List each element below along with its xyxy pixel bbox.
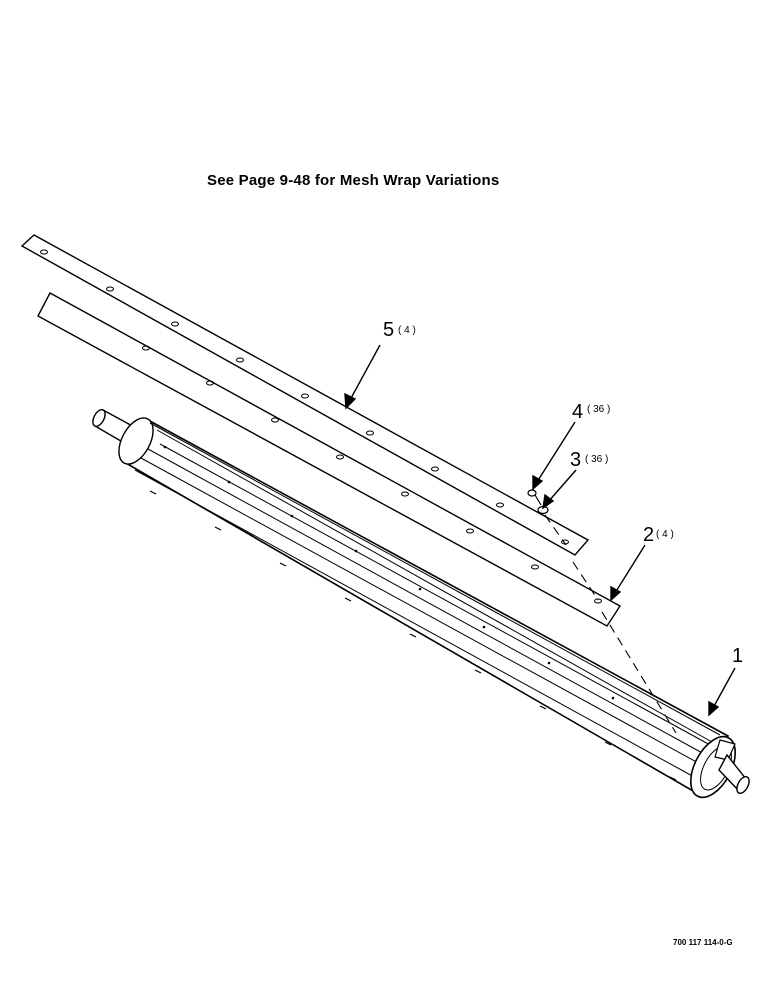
callout-4-qty: ( 36 ) [587,404,610,415]
callout-4-number: 4 [572,401,583,423]
leader-arrows [344,344,736,717]
callout-1-number: 1 [732,645,743,667]
callout-2-number: 2 [643,524,654,546]
callout-5-number: 5 [383,319,394,341]
bolt-part-4 [527,489,542,506]
strip-part-2 [37,292,621,627]
callout-5-qty: ( 4 ) [398,325,416,336]
callout-2-qty: ( 4 ) [656,529,674,540]
right-shaft [718,753,750,794]
callout-3-number: 3 [570,449,581,471]
document-id: 700 117 114-0-G [673,938,733,947]
assembly-guide-lines [544,514,677,734]
roller-part-1 [92,409,750,799]
callout-3-qty: ( 36 ) [585,454,608,465]
strip-part-5 [20,234,590,556]
page-title: See Page 9-48 for Mesh Wrap Variations [207,172,500,189]
